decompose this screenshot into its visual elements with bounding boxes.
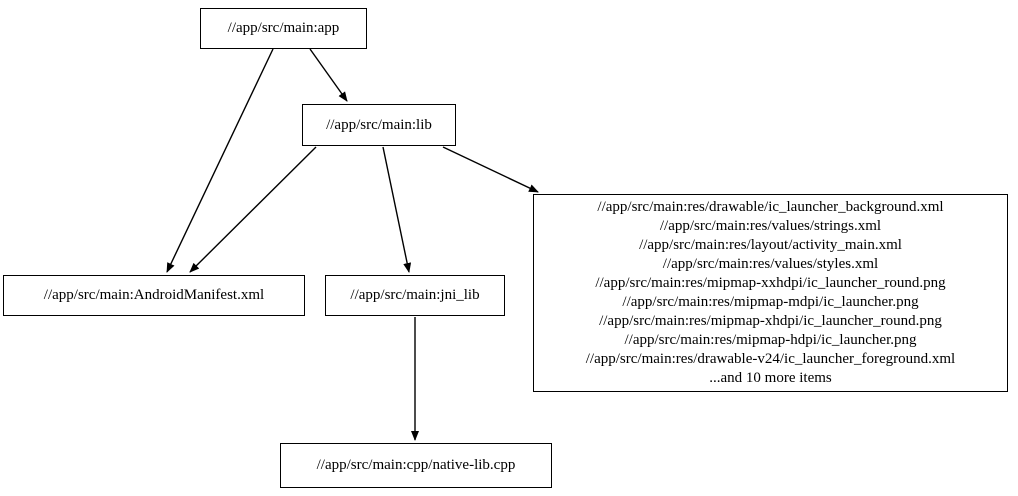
node-app-label: //app/src/main:app (227, 20, 340, 36)
edge-app-to-lib (309, 48, 348, 102)
node-app[interactable]: //app/src/main:app (200, 8, 367, 49)
node-res-group-label: //app/src/main:res/drawable/ic_launcher_… (585, 199, 956, 386)
node-jni-lib-label: //app/src/main:jni_lib (350, 287, 480, 303)
node-lib-label: //app/src/main:lib (326, 116, 432, 133)
node-lib[interactable]: //app/src/main:lib (302, 104, 456, 146)
edge-app-to-manifest (166, 48, 274, 273)
edge-lib-to-res (442, 146, 539, 193)
edge-lib-to-manifest (189, 146, 317, 273)
node-res-group[interactable]: //app/src/main:res/drawable/ic_launcher_… (533, 194, 1008, 392)
node-android-manifest[interactable]: //app/src/main:AndroidManifest.xml (3, 275, 305, 316)
edge-lib-to-jni_lib (382, 146, 412, 273)
node-jni-lib[interactable]: //app/src/main:jni_lib (325, 275, 505, 316)
node-cpp-native-lib[interactable]: //app/src/main:cpp/native-lib.cpp (280, 443, 552, 488)
node-android-manifest-label: //app/src/main:AndroidManifest.xml (43, 287, 265, 303)
node-cpp-native-lib-label: //app/src/main:cpp/native-lib.cpp (316, 457, 516, 473)
